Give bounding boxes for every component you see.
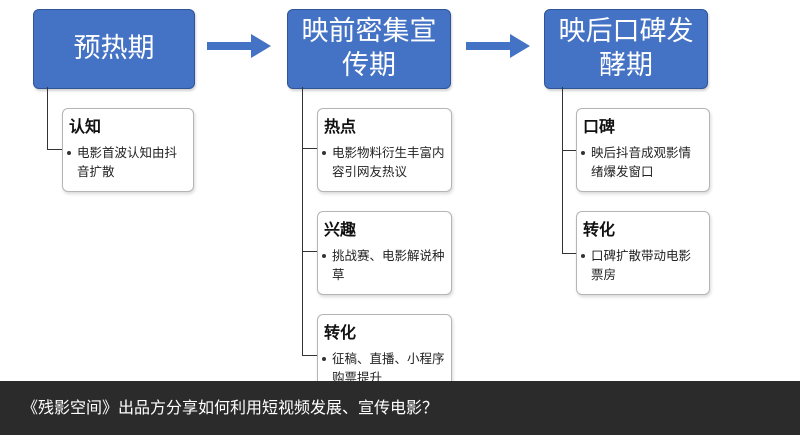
card-text: 映后抖音成观影情绪爆发窗口 xyxy=(591,145,692,179)
card-hotspot: 热点 电影物料衍生丰富内容引网友热议 xyxy=(317,108,452,192)
card-heading: 热点 xyxy=(324,117,357,136)
bullet-icon xyxy=(67,151,71,155)
card-heading: 认知 xyxy=(69,117,102,136)
bullet-icon xyxy=(322,357,326,361)
card-word-of-mouth: 口碑 映后抖音成观影情绪爆发窗口 xyxy=(576,108,710,192)
phase-box-preheat: 预热期 xyxy=(33,9,195,89)
bullet-icon xyxy=(581,151,585,155)
phase-label-post-release-line2: 酵期 xyxy=(599,50,653,81)
card-heading: 转化 xyxy=(583,220,616,239)
connector-line xyxy=(562,253,576,254)
connector-line xyxy=(562,150,576,151)
connector-line xyxy=(562,87,563,253)
card-text: 挑战赛、电影解说种草 xyxy=(332,248,445,282)
phase-label-pre-release-line1: 映前密集宣 xyxy=(301,16,437,47)
bullet-icon xyxy=(322,254,326,258)
card-heading: 口碑 xyxy=(583,117,616,136)
phase-box-pre-release: 映前密集宣 传期 xyxy=(287,9,451,89)
card-text: 电影物料衍生丰富内容引网友热议 xyxy=(332,145,445,179)
connector-line xyxy=(47,87,48,149)
card-awareness: 认知 电影首波认知由抖音扩散 xyxy=(62,108,194,192)
connector-line xyxy=(47,149,63,150)
phase-label-post-release-line1: 映后口碑发 xyxy=(558,16,694,47)
connector-line xyxy=(302,87,303,355)
connector-line xyxy=(302,148,318,149)
bullet-icon xyxy=(581,254,585,258)
phase-label-preheat: 预热期 xyxy=(73,33,155,64)
card-text: 电影首波认知由抖音扩散 xyxy=(77,145,178,179)
connector-line xyxy=(302,355,318,356)
phase-box-post-release: 映后口碑发 酵期 xyxy=(544,9,708,89)
card-text: 口碑扩散带动电影票房 xyxy=(591,248,692,282)
image-caption: 《残影空间》出品方分享如何利用短视频发展、宣传电影？ xyxy=(0,381,800,435)
phase-label-pre-release-line2: 传期 xyxy=(342,50,396,81)
connector-line xyxy=(302,251,318,252)
card-conversion-post: 转化 口碑扩散带动电影票房 xyxy=(576,211,710,295)
arrow-right-icon xyxy=(466,34,530,58)
arrow-right-icon xyxy=(207,34,271,58)
bullet-icon xyxy=(322,151,326,155)
card-interest: 兴趣 挑战赛、电影解说种草 xyxy=(317,211,452,295)
card-heading: 转化 xyxy=(324,323,357,342)
card-heading: 兴趣 xyxy=(324,220,357,239)
